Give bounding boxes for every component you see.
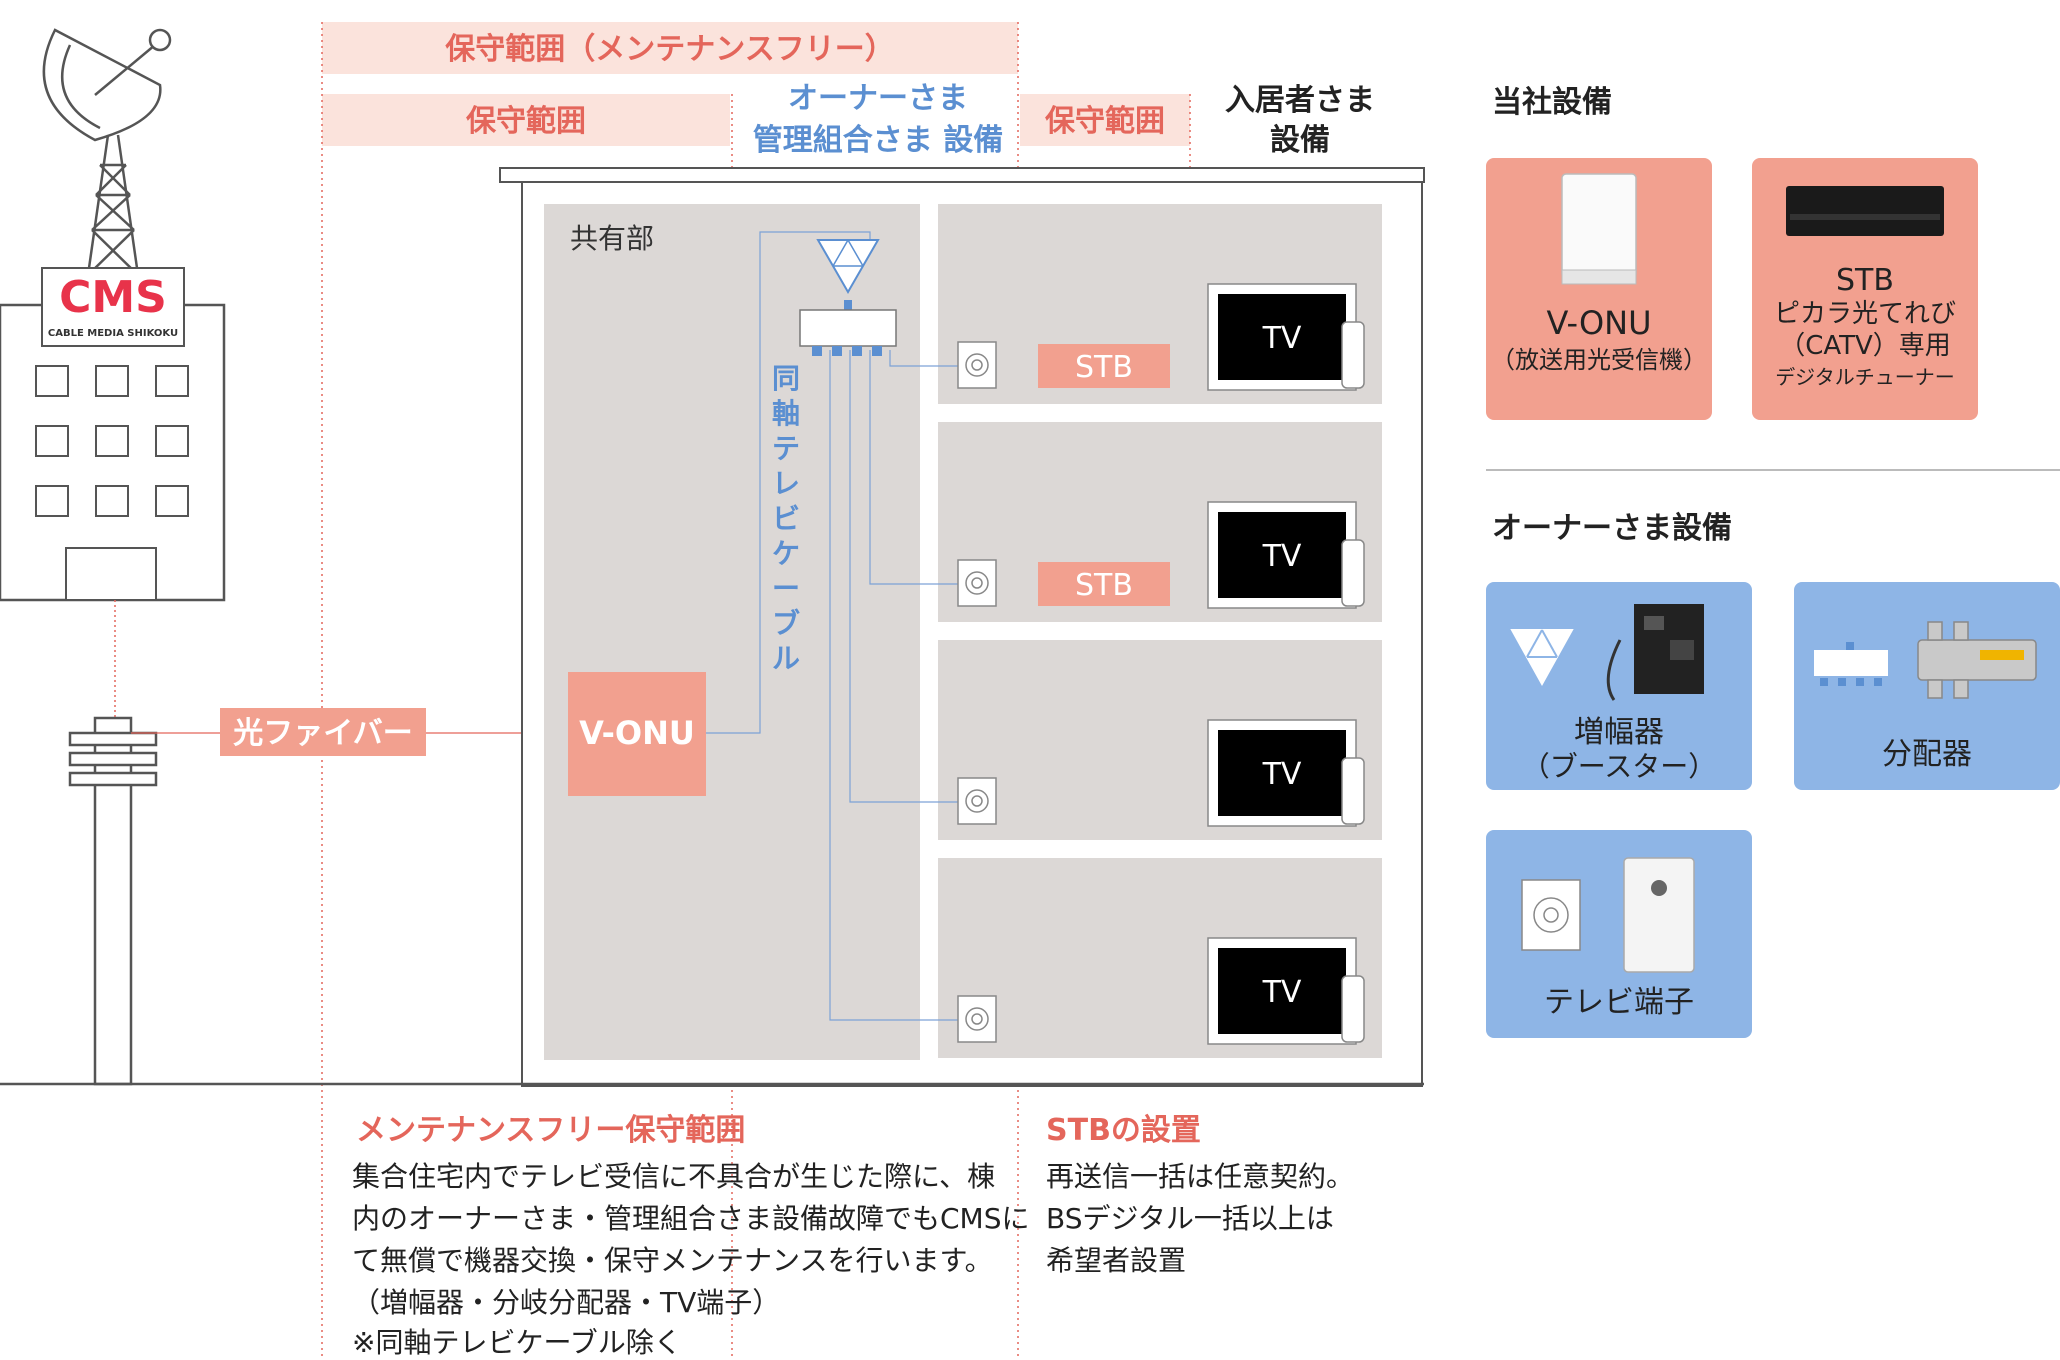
note-mf-line: （増幅器・分岐分配器・TV端子） <box>352 1286 780 1319</box>
stb-box <box>1038 344 1170 388</box>
tv-label: TV <box>1262 757 1302 792</box>
legend-stb-sub1: ピカラ光てれび <box>1774 299 1956 329</box>
coax-wiring <box>706 231 958 1021</box>
note-mf-line: 内のオーナーさま・管理組合さま設備故障でもCMSに <box>352 1202 1030 1235</box>
coax-cable-label: 同軸テレビケーブル <box>772 362 800 675</box>
legend-amplifier-line2: （ブースター） <box>1522 750 1717 783</box>
note-stb-line: 希望者設置 <box>1046 1244 1186 1277</box>
note-stb-line: 再送信一括は任意契約。 <box>1046 1160 1354 1193</box>
legend-splitter-label: 分配器 <box>1882 737 1972 772</box>
shared-area-label: 共有部 <box>570 222 654 255</box>
coax-cable-label-text: 同軸テレビケーブル <box>772 362 800 675</box>
note-mf-line: 集合住宅内でテレビ受信に不具合が生じた際に、棟 <box>352 1160 995 1193</box>
wall-terminal-device-icon <box>1623 857 1695 973</box>
building-windows <box>35 365 189 601</box>
remote-icon <box>1341 539 1365 607</box>
splitter-icon <box>1814 642 1888 686</box>
vonu-device-icon <box>1561 173 1637 285</box>
note-mf-line: ※同軸テレビケーブル除く <box>352 1326 682 1359</box>
band-maintenance-right <box>1020 94 1190 146</box>
remote-icon <box>1341 321 1365 389</box>
band-owner-line2: 管理組合さま 設備 <box>753 123 1003 158</box>
tv-label: TV <box>1262 539 1302 574</box>
note-mf-line: て無償で機器交換・保守メンテナンスを行います。 <box>352 1244 993 1277</box>
vonu-box-label: V-ONU <box>579 714 695 752</box>
legend-vonu-name: V-ONU <box>1547 304 1652 342</box>
remote-icon <box>1341 975 1365 1043</box>
cms-tagline: CABLE MEDIA SHIKOKU <box>48 328 178 339</box>
remote-icon <box>1341 757 1365 825</box>
note-stb-title: STBの設置 <box>1046 1113 1201 1148</box>
stb-box-label: STB <box>1075 568 1133 603</box>
tv-set: TV <box>1207 719 1365 827</box>
booster-device-icon <box>1606 604 1704 701</box>
band-maintenance-left-label: 保守範囲 <box>466 104 586 139</box>
tv-set: TV <box>1207 501 1365 609</box>
band-maintenance-right-label: 保守範囲 <box>1045 104 1165 139</box>
cms-sign <box>41 267 185 347</box>
fiber-label-box <box>220 708 426 756</box>
stb-box <box>1038 562 1170 606</box>
band-resident-line1: 入居者さま <box>1225 83 1375 118</box>
building-roof <box>499 167 1425 183</box>
antenna-tower-icon <box>86 134 140 276</box>
satellite-dish-icon <box>42 28 172 142</box>
tv-label: TV <box>1262 321 1302 356</box>
tv-label: TV <box>1262 975 1302 1010</box>
band-resident-line2: 設備 <box>1270 123 1330 158</box>
band-maintenance-free-label: 保守範囲（メンテナンスフリー） <box>445 32 894 67</box>
stb-device-icon <box>1786 186 1944 236</box>
cms-logo: CMS <box>59 272 167 323</box>
apartment-building: 共有部 同軸テレビケーブル V-ONU <box>0 167 1425 1087</box>
utility-pole-icon <box>68 716 158 1086</box>
tv-set: TV <box>1207 937 1365 1045</box>
legend-company-title: 当社設備 <box>1492 85 1612 120</box>
legend-vonu-sub: （放送用光受信機） <box>1491 346 1707 374</box>
legend-stb-name: STB <box>1836 263 1894 298</box>
legend-terminal-label: テレビ端子 <box>1544 985 1694 1020</box>
band-owner-line1: オーナーさま <box>788 81 968 116</box>
legend-owner-title: オーナーさま設備 <box>1492 511 1732 546</box>
tv-outlet-icon <box>1521 879 1581 951</box>
note-stb-line: BSデジタル一括以上は <box>1046 1202 1334 1235</box>
cms-station: CMS CABLE MEDIA SHIKOKU <box>0 28 226 1086</box>
fiber-label: 光ファイバー <box>233 716 412 751</box>
splitter-device-icon <box>1917 621 2037 699</box>
vonu-box <box>568 672 706 796</box>
note-mf-title: メンテナンスフリー保守範囲 <box>356 1113 745 1148</box>
scope-bands: 保守範囲（メンテナンスフリー） 保守範囲 オーナーさま 管理組合さま 設備 保守… <box>322 22 1375 158</box>
legend-amplifier-line1: 増幅器 <box>1574 715 1664 750</box>
notes: メンテナンスフリー保守範囲 集合住宅内でテレビ受信に不具合が生じた際に、棟 内の… <box>352 1113 1354 1359</box>
amplifier-icon <box>1510 629 1574 687</box>
legend: 当社設備 V-ONU （放送用光受信機） STB ピカラ光てれび （CATV）専… <box>1486 85 2060 1038</box>
stb-box-label: STB <box>1075 350 1133 385</box>
tv-outlets <box>957 341 997 1043</box>
legend-vonu-card <box>1486 158 1712 420</box>
legend-stb-sub3: デジタルチューナー <box>1775 365 1955 389</box>
splitter-icon <box>799 309 897 347</box>
band-maintenance-left <box>322 94 730 146</box>
legend-stb-sub2: （CATV）専用 <box>1779 331 1951 361</box>
band-maintenance-free <box>322 22 1018 74</box>
legend-splitter-card <box>1794 582 2060 790</box>
tv-set: TV <box>1207 283 1365 391</box>
